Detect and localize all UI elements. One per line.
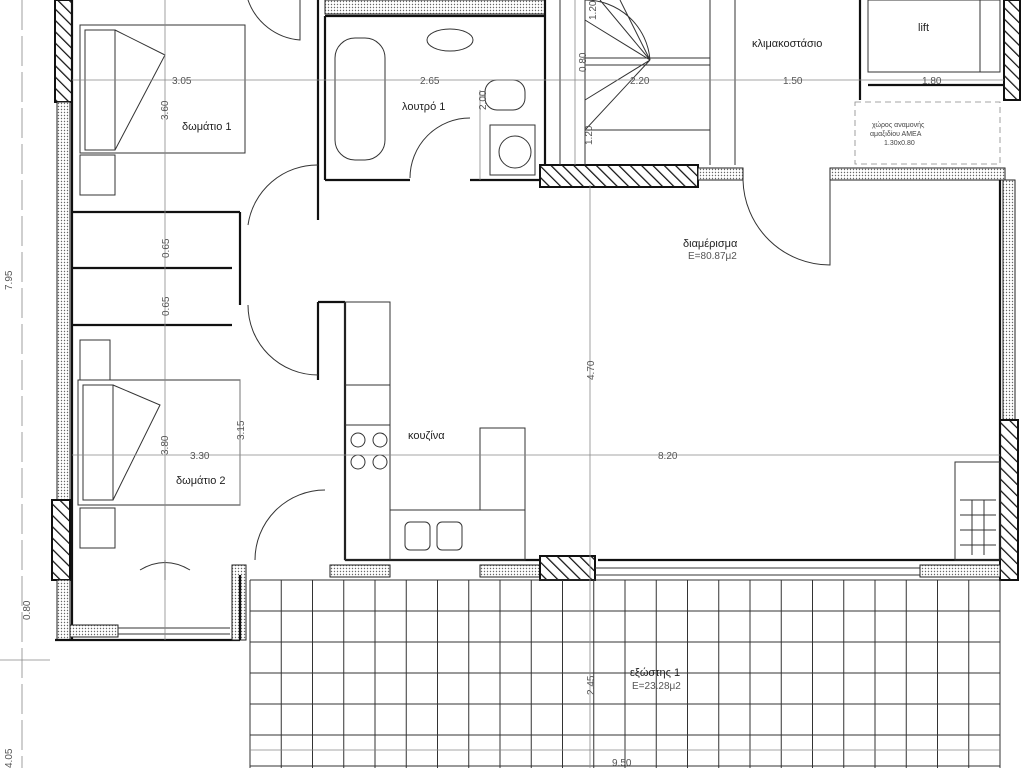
furniture	[77, 24, 1001, 580]
wheelchair-area-line1: χώρος αναμονής	[872, 121, 925, 129]
dim-balcony-width: 9.50	[612, 758, 632, 768]
balcony-tiles	[249, 579, 1001, 768]
dim-bedroom1-depth: 3.60	[160, 100, 171, 120]
dim-stair-3: 1.20	[584, 125, 595, 145]
dim-closet-1: 0.65	[161, 238, 172, 258]
lift-shaft	[854, 0, 1004, 165]
room-label-kitchen: κουζίνα	[408, 430, 445, 442]
dim-bedroom2-depth: 3.80	[160, 435, 171, 455]
dim-overall-left: 7.95	[4, 270, 15, 290]
dim-stair-2: 0.80	[578, 52, 589, 72]
dim-balcony-depth: 2.45	[586, 675, 597, 695]
balcony-area: E=23.28μ2	[632, 681, 681, 692]
dim-wall-offset: 0.80	[22, 600, 33, 620]
apartment-area: E=80.87μ2	[688, 251, 737, 262]
exterior-walls	[51, 0, 1021, 642]
dim-closet-2: 0.65	[161, 296, 172, 316]
dim-bedroom2-width: 3.30	[190, 451, 210, 462]
dim-stair-1: 1.20	[588, 0, 599, 20]
wheelchair-area-line2: αμαξιδίου ΑΜΕΑ	[870, 130, 922, 138]
room-label-bedroom2: δωμάτιο 2	[176, 475, 226, 487]
room-label-lift: lift	[918, 22, 929, 34]
dim-landing-width: 1.50	[783, 76, 803, 87]
dim-bathroom-depth: 2.00	[478, 90, 489, 110]
room-label-balcony: εξώστης 1	[630, 667, 680, 679]
dim-bathroom-width: 2.65	[420, 76, 440, 87]
dim-bedroom1-width: 3.05	[172, 76, 192, 87]
dim-stair-width: 2.20	[630, 76, 650, 87]
interior-walls	[72, 0, 1006, 640]
dim-bedroom2-depth2: 3.15	[236, 420, 247, 440]
wheelchair-area-line3: 1.30x0.80	[884, 140, 915, 147]
room-label-bedroom1: δωμάτιο 1	[182, 121, 232, 133]
dim-lower-left: 4.05	[4, 748, 15, 768]
doors	[247, 0, 831, 561]
dim-lift-width: 1.80	[922, 76, 942, 87]
dim-living-width: 8.20	[658, 451, 678, 462]
dim-living-depth: 4.70	[586, 360, 597, 380]
room-label-bathroom1: λουτρό 1	[402, 101, 445, 113]
room-label-stairwell: κλιμακοστάσιο	[752, 38, 822, 50]
room-label-apartment: διαμέρισμα	[683, 238, 738, 250]
